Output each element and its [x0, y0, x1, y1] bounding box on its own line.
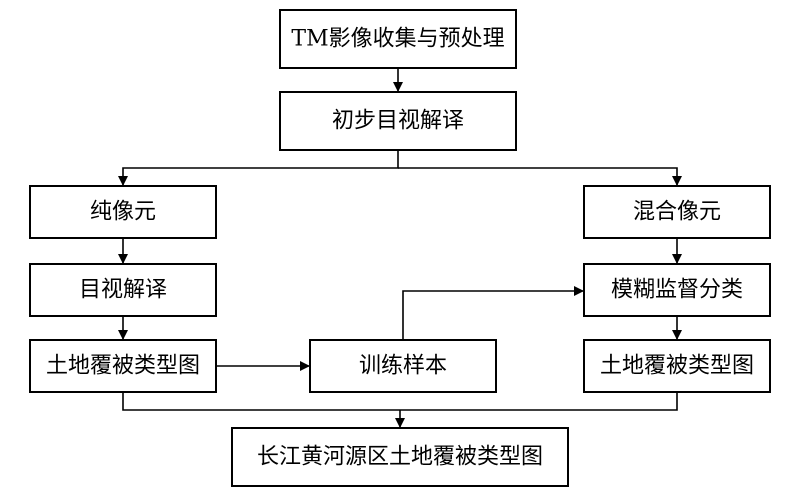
edge-merge-bottom	[122, 392, 678, 411]
node-visual-interpret: 目视解译	[29, 263, 217, 317]
node-final-map: 长江黄河源区土地覆被类型图	[231, 427, 569, 487]
node-initial-interpret: 初步目视解译	[279, 91, 517, 151]
node-landcover-right-label: 土地覆被类型图	[600, 354, 754, 379]
node-mixed-pixel: 混合像元	[583, 185, 771, 239]
node-landcover-left: 土地覆被类型图	[29, 339, 217, 393]
node-fuzzy-supervised-label: 模糊监督分类	[611, 278, 743, 303]
node-initial-interpret-label: 初步目视解译	[332, 109, 464, 134]
node-landcover-left-label: 土地覆被类型图	[46, 354, 200, 379]
node-pure-pixel: 纯像元	[29, 185, 217, 239]
node-tm-collect-label: TM影像收集与预处理	[291, 27, 504, 52]
edge-initial-to-mixed	[398, 167, 682, 186]
node-tm-collect: TM影像收集与预处理	[279, 9, 517, 69]
node-training-samples-label: 训练样本	[359, 354, 447, 379]
node-pure-pixel-label: 纯像元	[90, 200, 156, 225]
node-mixed-pixel-label: 混合像元	[633, 200, 721, 225]
node-visual-interpret-label: 目视解译	[79, 278, 167, 303]
node-training-samples: 训练样本	[309, 339, 497, 393]
node-fuzzy-supervised: 模糊监督分类	[583, 263, 771, 317]
node-landcover-right: 土地覆被类型图	[583, 339, 771, 393]
edge-samples-to-fuzzy	[402, 286, 584, 340]
edge-initial-to-pure	[118, 150, 399, 186]
node-final-map-label: 长江黄河源区土地覆被类型图	[257, 445, 543, 470]
